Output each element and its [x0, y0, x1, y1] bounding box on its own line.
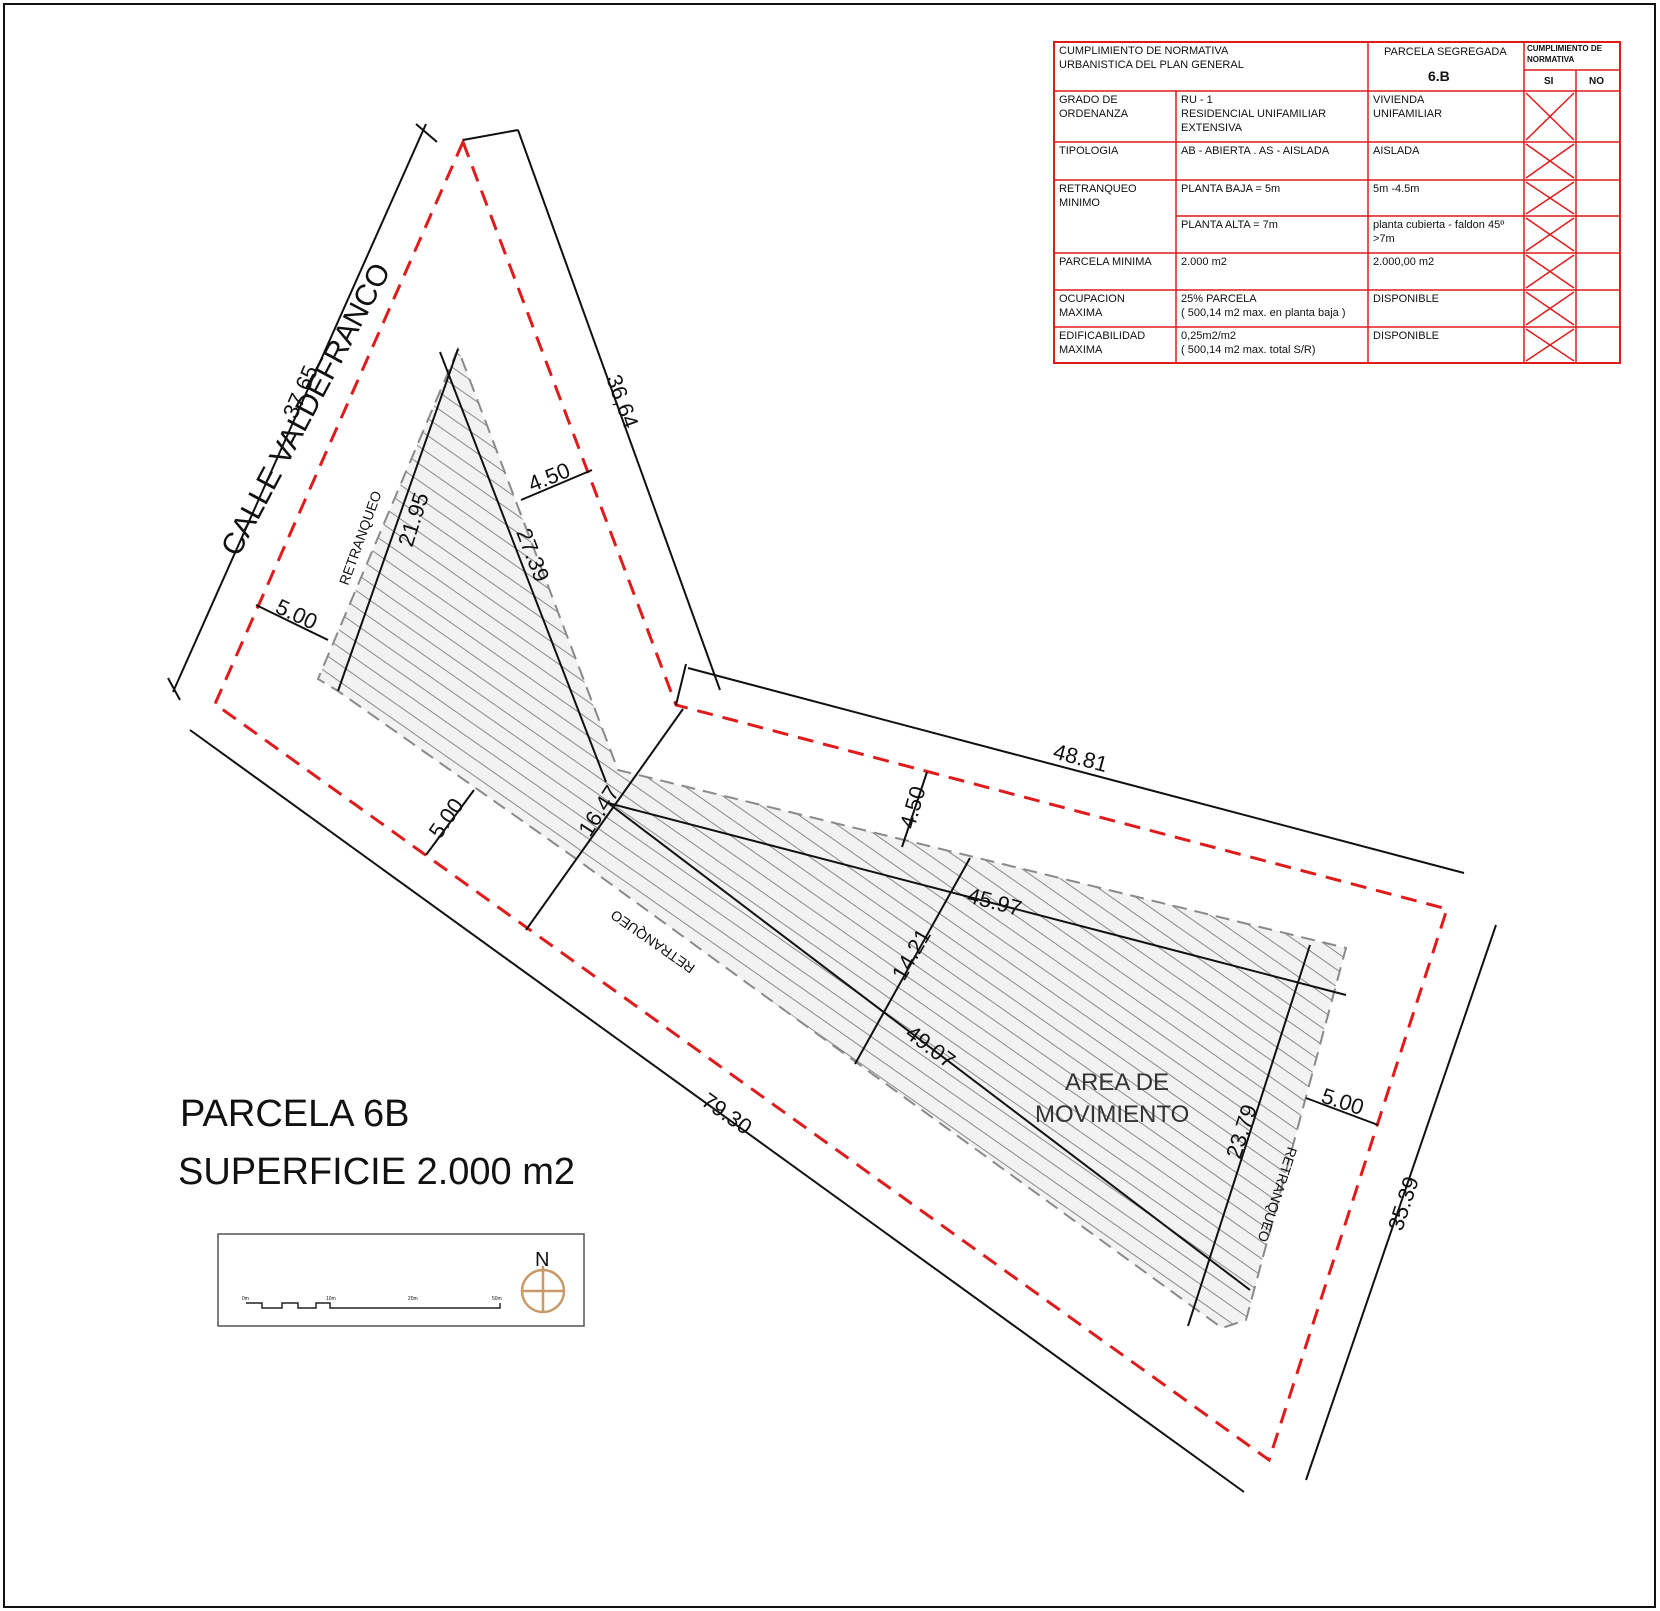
scale-label-20: 20m: [408, 1296, 418, 1302]
dim-line-4597: [607, 802, 1347, 996]
check-mark-icon: [1525, 328, 1575, 362]
parcel-boundary: [213, 138, 1449, 1463]
sheet-frame: [3, 3, 1656, 1608]
check-mark-icon: [1525, 254, 1575, 289]
dim-500c: 5.00: [1318, 1083, 1366, 1120]
table-row-label: ORDENANZA: [1059, 108, 1129, 120]
table-header-si: SI: [1544, 76, 1554, 87]
dim-line-2379: [1187, 944, 1311, 1327]
table-header-compliance: CUMPLIMIENTO DE: [1527, 44, 1603, 53]
check-mark-icon: [1525, 217, 1575, 252]
table-row-norm: RU - 1: [1181, 94, 1213, 106]
dim-line-3765-tick1: [415, 123, 438, 143]
dim-7930: 79.30: [697, 1088, 756, 1140]
check-mark-icon: [1525, 181, 1575, 215]
dim-line-3664-b: [517, 129, 721, 691]
table-row-value: DISPONIBLE: [1373, 293, 1439, 305]
check-mark-icon: [1525, 143, 1575, 179]
table-row-norm: ( 500,14 m2 max. en planta baja ): [1181, 307, 1345, 319]
dim-line-7930: [189, 729, 1245, 1493]
check-mark-icon: [1525, 291, 1575, 326]
dimension-lines: [167, 123, 1497, 1493]
dim-line-1647: [525, 708, 684, 931]
table-row-label: GRADO DE: [1059, 94, 1118, 106]
scale-label-10: 10m: [326, 1296, 336, 1302]
dim-line-450a: [520, 469, 593, 501]
dim-line-500b: [425, 789, 475, 856]
dim-line-2195: [337, 348, 459, 692]
dim-450b: 4.50: [895, 783, 931, 831]
dim-3539: 35.39: [1383, 1173, 1424, 1233]
table-row-label: MAXIMA: [1059, 307, 1103, 319]
scale-label-50: 50m: [492, 1296, 502, 1302]
dim-line-450b: [901, 771, 928, 848]
table-row-value: DISPONIBLE: [1373, 330, 1439, 342]
table-header-parcel-id: 6.B: [1428, 68, 1450, 84]
parcel-title: PARCELA 6B: [180, 1093, 410, 1135]
dim-line-4881: [687, 667, 1465, 874]
table-header-title: CUMPLIMIENTO DE NORMATIVA: [1059, 45, 1229, 57]
scale-bar: [246, 1302, 501, 1309]
table-row-label: MINIMO: [1059, 197, 1100, 209]
table-row-value: UNIFAMILIAR: [1373, 108, 1442, 120]
table-row-norm: PLANTA ALTA = 7m: [1181, 219, 1278, 231]
parcel-surface: SUPERFICIE 2.000 m2: [178, 1151, 575, 1193]
table-header-no: NO: [1589, 76, 1604, 87]
table-row-label: TIPOLOGIA: [1059, 145, 1119, 157]
dim-line-4907: [607, 802, 1251, 1291]
table-row-norm: AB - ABIERTA . AS - AISLADA: [1181, 145, 1330, 157]
dim-line-3664: [462, 129, 519, 141]
north-letter: N: [535, 1249, 549, 1271]
table-row-norm: RESIDENCIAL UNIFAMILIAR: [1181, 108, 1326, 120]
dim-line-500c: [1305, 1097, 1379, 1126]
dim-line-2739: [439, 351, 607, 783]
dim-line-4881-tick: [675, 663, 687, 706]
table-row-norm: ( 500,14 m2 max. total S/R): [1181, 344, 1316, 356]
table-row-value: 2.000,00 m2: [1373, 256, 1434, 268]
table-row-norm: EXTENSIVA: [1181, 122, 1243, 134]
check-mark-icon: [1525, 92, 1575, 141]
table-row-norm: 0,25m2/m2: [1181, 330, 1236, 342]
north-arrow-icon: [520, 1266, 566, 1314]
table-row-label: RETRANQUEO: [1059, 183, 1137, 195]
dim-line-3765-tick2: [167, 677, 181, 701]
table-row-norm: PLANTA BAJA = 5m: [1181, 183, 1280, 195]
scale-label-0: 0m: [242, 1296, 249, 1302]
dim-line-1421: [854, 857, 971, 1065]
table-row-label: OCUPACION: [1059, 293, 1125, 305]
scale-box: 0m 10m 20m 50m N: [217, 1233, 585, 1327]
dim-450a: 4.50: [525, 457, 574, 496]
dim-500a: 5.00: [272, 594, 321, 635]
area-label-line1: AREA DE: [1065, 1069, 1169, 1096]
table-header-title: URBANISTICA DEL PLAN GENERAL: [1059, 59, 1244, 71]
table-row-label: MAXIMA: [1059, 344, 1103, 356]
building-area: [316, 346, 1348, 1330]
table-row-value: VIVIENDA: [1373, 94, 1425, 106]
area-label: AREA DE MOVIMIENTO: [1035, 1069, 1189, 1128]
table-header-parcel: PARCELA SEGREGADA: [1384, 46, 1507, 58]
table-row-value: 5m -4.5m: [1373, 183, 1419, 195]
dim-line-500a: [255, 604, 329, 641]
dim-500b: 5.00: [424, 793, 469, 842]
table-row-value: AISLADA: [1373, 145, 1420, 157]
table-row-value: >7m: [1373, 233, 1395, 245]
table-row-label: PARCELA MINIMA: [1059, 256, 1152, 268]
area-label-line2: MOVIMIENTO: [1035, 1101, 1189, 1128]
table-row-label: EDIFICABILIDAD: [1059, 330, 1145, 342]
dim-line-3765: [172, 123, 427, 693]
dim-line-3539: [1305, 924, 1497, 1481]
table-frame: [1053, 41, 1621, 364]
regulations-table: CUMPLIMIENTO DE NORMATIVA URBANISTICA DEL…: [1053, 41, 1621, 364]
building-area-hatch: [316, 346, 1348, 1330]
table-row-norm: 25% PARCELA: [1181, 293, 1257, 305]
table-header-compliance: NORMATIVA: [1527, 55, 1574, 64]
dim-3664: 36,64: [601, 371, 643, 431]
scale-frame: [217, 1233, 585, 1327]
table-row-norm: 2.000 m2: [1181, 256, 1227, 268]
table-row-value: planta cubierta - faldon 45º: [1373, 219, 1504, 231]
